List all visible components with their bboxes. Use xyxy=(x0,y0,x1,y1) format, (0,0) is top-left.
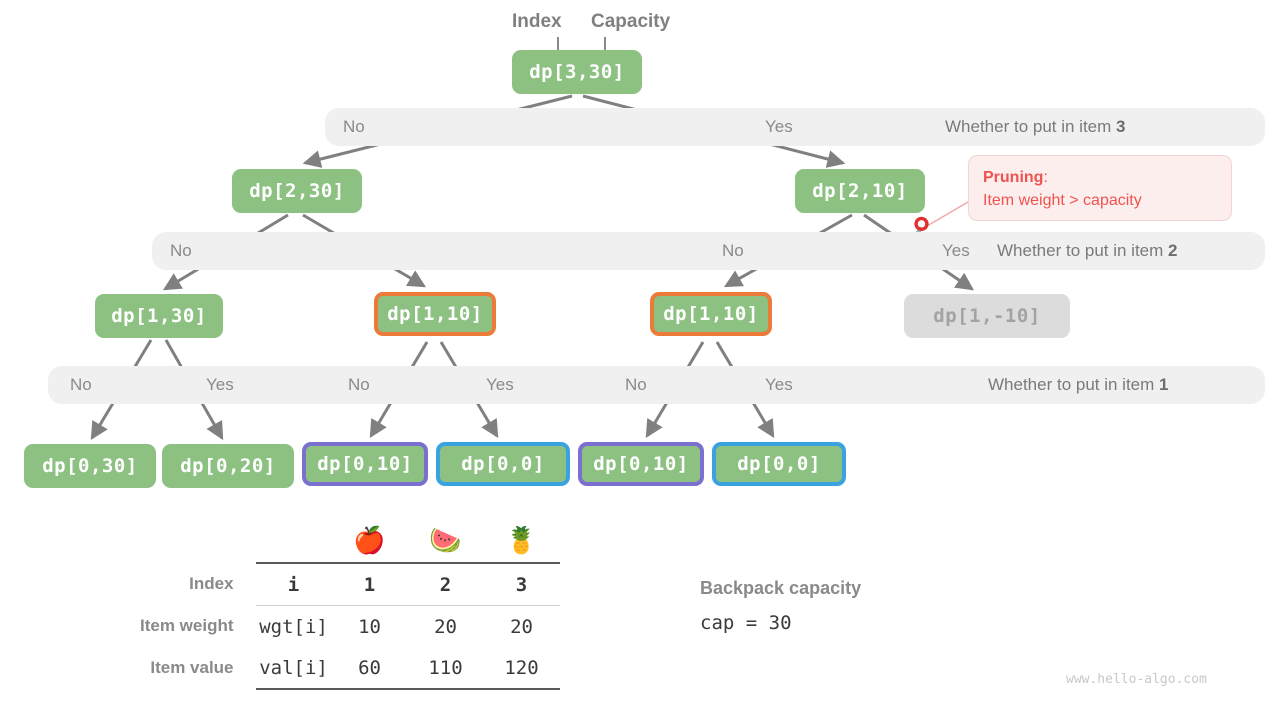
choice-yes: Yes xyxy=(765,117,793,136)
row-label-weight: Item weight xyxy=(140,616,234,636)
question-text: Whether to put in item xyxy=(997,241,1169,260)
choice-no: No xyxy=(722,241,744,260)
question-item-number: 3 xyxy=(1116,117,1126,136)
value-value-1: 60 xyxy=(331,647,408,690)
node-dp-0-20[interactable]: dp[0,20] xyxy=(162,444,294,488)
node-dp-2-10[interactable]: dp[2,10] xyxy=(795,169,925,213)
node-dp-1-neg10[interactable]: dp[1,-10] xyxy=(904,294,1070,338)
node-dp-2-30[interactable]: dp[2,30] xyxy=(232,169,362,213)
question-item-number: 2 xyxy=(1168,241,1178,260)
node-dp-0-10-b[interactable]: dp[0,10] xyxy=(578,442,704,486)
apple-emoji-cell: 🍎 xyxy=(332,518,408,563)
pruning-title-line: Pruning: xyxy=(983,166,1217,189)
item-spec-table: 🍎 🍉 🍍 Index i 1 2 3 Item weight wgt[i] 1… xyxy=(140,518,560,690)
watermelon-emoji: 🍉 xyxy=(429,525,462,555)
table-row-emoji: 🍎 🍉 🍍 xyxy=(140,518,560,563)
backpack-capacity-title: Backpack capacity xyxy=(700,578,862,598)
pineapple-emoji-cell: 🍍 xyxy=(484,518,560,563)
pineapple-emoji: 🍍 xyxy=(505,525,538,555)
node-dp-1-10-b[interactable]: dp[1,10] xyxy=(650,292,772,336)
watermark: www.hello-algo.com xyxy=(1066,672,1207,687)
decision-question-item-2: Whether to put in item 2 xyxy=(997,241,1178,261)
node-dp-0-10-a[interactable]: dp[0,10] xyxy=(302,442,428,486)
node-dp-0-0-a[interactable]: dp[0,0] xyxy=(436,442,570,486)
choice-no: No xyxy=(70,375,92,394)
choice-yes: Yes xyxy=(765,375,793,394)
emoji-key-spacer xyxy=(256,518,332,563)
row-label-index: Index xyxy=(189,574,234,594)
question-text: Whether to put in item xyxy=(988,375,1160,394)
choice-no: No xyxy=(348,375,370,394)
capacity-label: Capacity xyxy=(591,11,671,32)
weight-value-3: 20 xyxy=(483,605,560,647)
weight-value-2: 20 xyxy=(407,605,484,647)
decision-bar-item-2: No No Yes Whether to put in item 2 xyxy=(152,232,1265,270)
choice-yes: Yes xyxy=(942,241,970,260)
choice-yes: Yes xyxy=(486,375,514,394)
index-value-2: 2 xyxy=(407,562,484,606)
value-value-3: 120 xyxy=(483,647,560,690)
table-row-index: Index i 1 2 3 xyxy=(140,562,560,606)
pruning-colon: : xyxy=(1043,169,1048,186)
emoji-row-spacer xyxy=(140,518,256,563)
node-dp-1-10-a[interactable]: dp[1,10] xyxy=(374,292,496,336)
pruning-detail: Item weight > capacity xyxy=(983,192,1142,210)
backpack-capacity-value: cap = 30 xyxy=(700,612,792,634)
node-dp-1-30[interactable]: dp[1,30] xyxy=(95,294,223,338)
node-dp-3-30[interactable]: dp[3,30] xyxy=(512,50,642,94)
decision-question-item-1: Whether to put in item 1 xyxy=(988,375,1169,395)
row-label-value: Item value xyxy=(150,658,234,677)
row-key-weight: wgt[i] xyxy=(255,605,332,647)
node-dp-0-0-b[interactable]: dp[0,0] xyxy=(712,442,846,486)
decision-bar-item-3: No Yes Whether to put in item 3 xyxy=(325,108,1265,146)
question-text: Whether to put in item xyxy=(945,117,1117,136)
question-item-number: 1 xyxy=(1159,375,1169,394)
choice-yes: Yes xyxy=(206,375,234,394)
index-value-1: 1 xyxy=(331,562,408,606)
row-key-value: val[i] xyxy=(255,647,332,690)
index-label: Index xyxy=(512,11,562,32)
decision-question-item-3: Whether to put in item 3 xyxy=(945,117,1126,137)
apple-emoji: 🍎 xyxy=(353,525,386,555)
table-row-value: Item value val[i] 60 110 120 xyxy=(140,647,560,690)
choice-no: No xyxy=(170,241,192,260)
node-dp-0-30[interactable]: dp[0,30] xyxy=(24,444,156,488)
watermelon-emoji-cell: 🍉 xyxy=(408,518,484,563)
pruning-callout: Pruning: Item weight > capacity xyxy=(968,155,1232,221)
pruning-title: Pruning xyxy=(983,169,1044,186)
weight-value-1: 10 xyxy=(331,605,408,647)
index-value-3: 3 xyxy=(483,562,560,606)
choice-no: No xyxy=(625,375,647,394)
table-row-weight: Item weight wgt[i] 10 20 20 xyxy=(140,605,560,647)
decision-bar-item-1: No Yes No Yes No Yes Whether to put in i… xyxy=(48,366,1265,404)
choice-no: No xyxy=(343,117,365,136)
value-value-2: 110 xyxy=(407,647,484,690)
row-key-index: i xyxy=(255,562,332,606)
